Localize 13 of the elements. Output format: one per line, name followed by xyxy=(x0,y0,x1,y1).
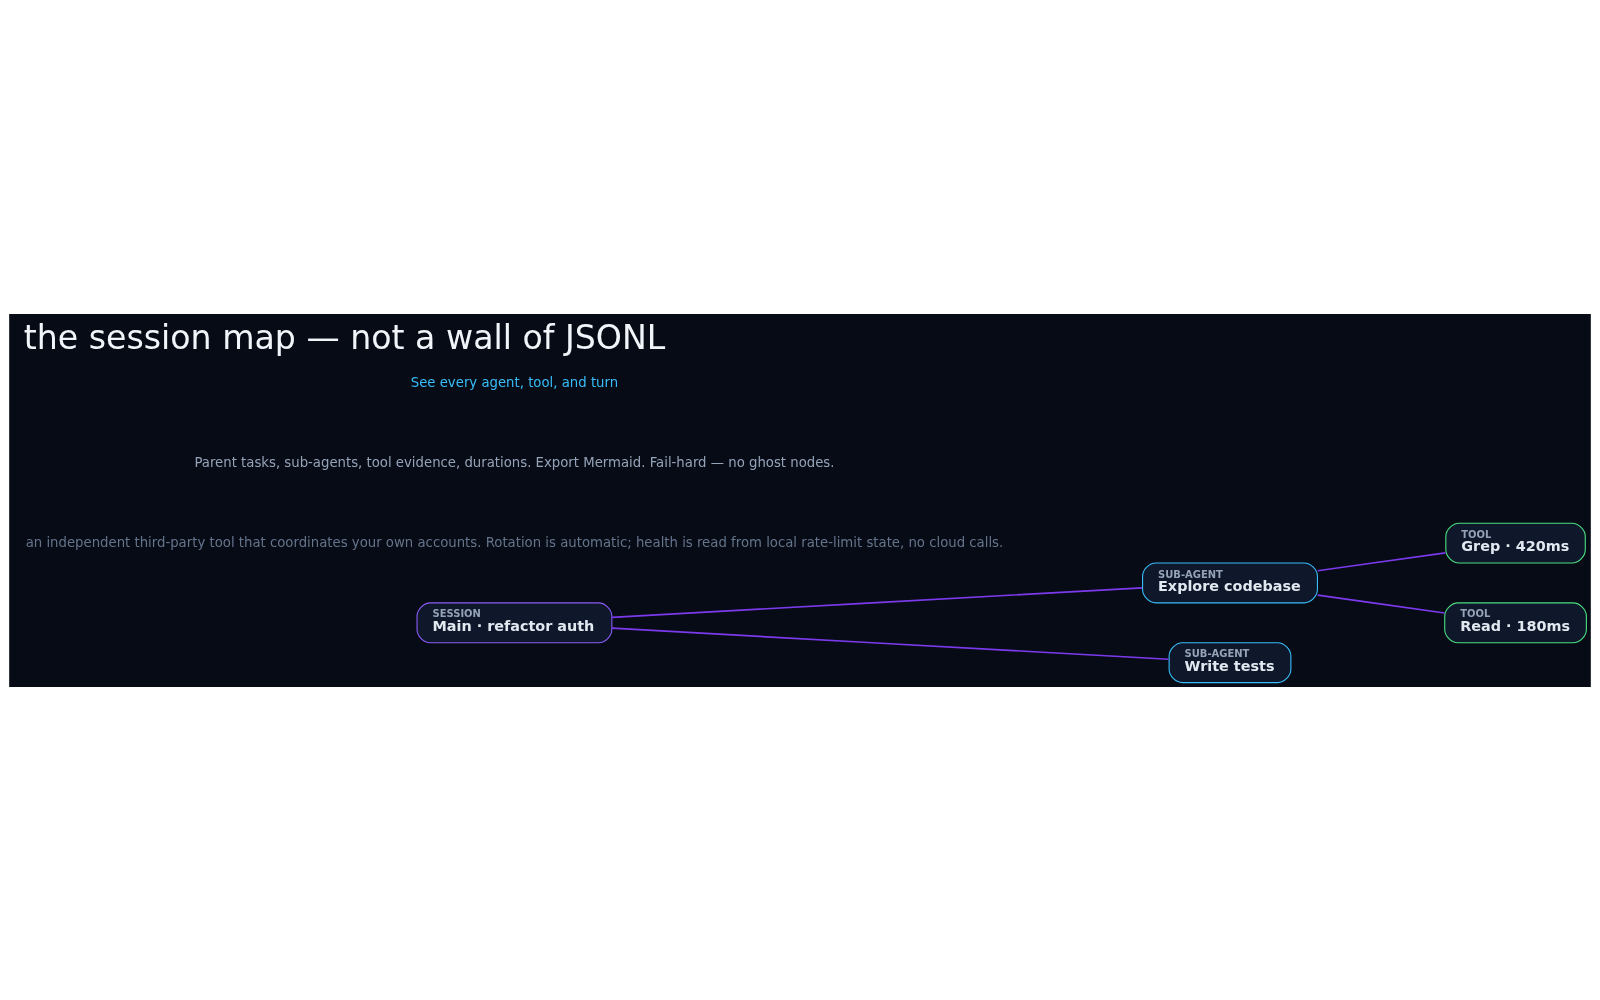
node-box: SUB-AGENT Explore codebase xyxy=(1142,562,1318,603)
connector xyxy=(1316,551,1447,572)
node-box: TOOL Grep · 420ms xyxy=(1445,522,1586,564)
label: See every agent, tool, and turn xyxy=(410,374,619,390)
connector xyxy=(1316,593,1446,614)
label: Parent tasks, sub-agents, tool evidence, durations. Export Mermaid. Fail-hard — no ghost nodes. xyxy=(194,454,835,470)
label: an independent third-party tool that coordinates your own accounts. Rotation is automatic; health is read from local rate-limit state, no cloud calls. xyxy=(25,534,1004,550)
node-box: TOOL Read · 180ms xyxy=(1444,601,1587,643)
connector xyxy=(611,586,1143,618)
diagram-title: the session map — not a wall of JSONL xyxy=(23,317,666,357)
node-box: SESSION Main · refactor auth xyxy=(416,601,613,643)
connector xyxy=(611,626,1170,660)
node-box: SUB-AGENT Write tests xyxy=(1168,641,1292,683)
